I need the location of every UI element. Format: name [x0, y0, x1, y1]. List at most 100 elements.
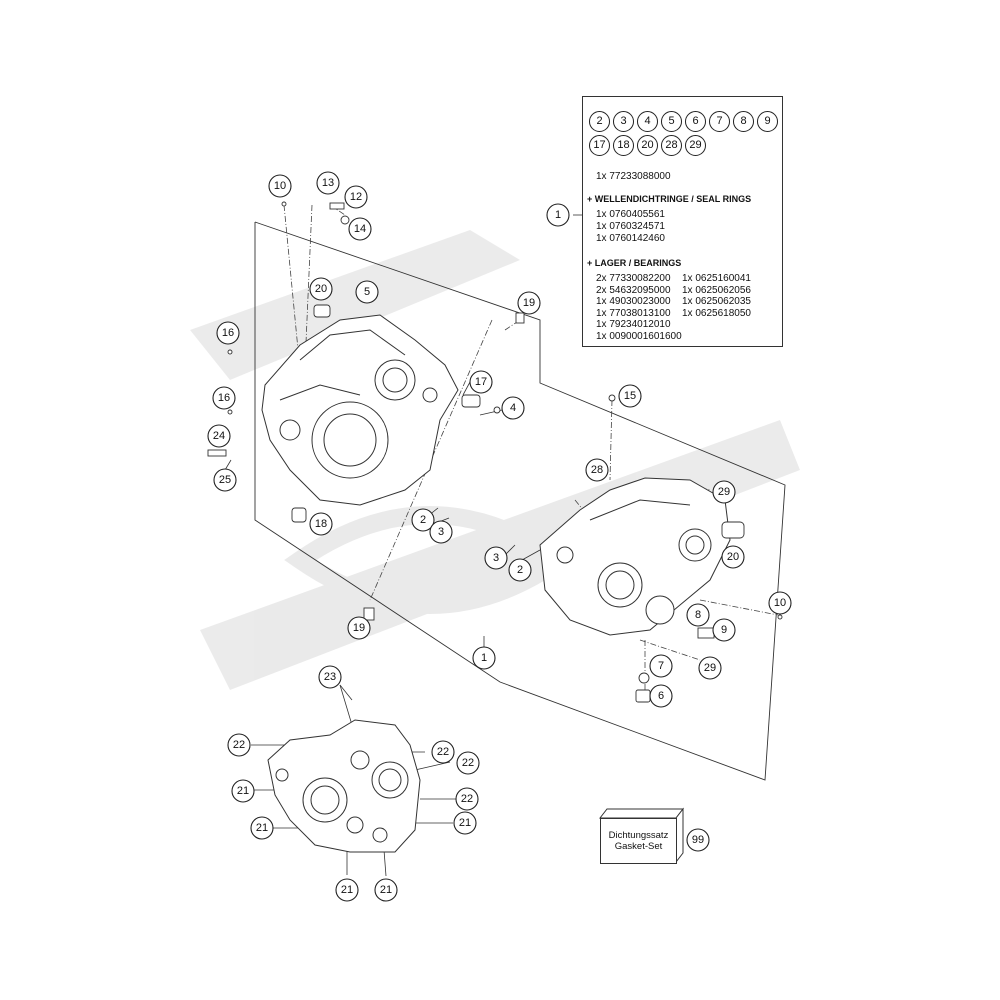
- callout-circle: [508, 558, 532, 582]
- callout-29-top: 29: [712, 480, 736, 504]
- callout-circle: [216, 321, 240, 345]
- callout-22-d: 22: [455, 787, 479, 811]
- callout-28: 28: [585, 458, 609, 482]
- callout-17: 17: [469, 370, 493, 394]
- callout-circle: [231, 779, 255, 803]
- callout-number: 21: [256, 822, 268, 834]
- callout-number: 3: [438, 526, 444, 538]
- callout-number: 21: [341, 884, 353, 896]
- ref-number: 9: [757, 111, 778, 132]
- callout-circle: [721, 545, 745, 569]
- callout-number: 7: [658, 660, 664, 672]
- callout-circle: [686, 603, 710, 627]
- bolt-10-top: [281, 201, 287, 207]
- callout-7: 7: [649, 654, 673, 678]
- callout-number: 20: [315, 283, 327, 295]
- callout-circle: [712, 480, 736, 504]
- ref-number: 20: [637, 135, 658, 156]
- callout-circle: [472, 646, 496, 670]
- callout-number: 21: [237, 785, 249, 797]
- callout-circle: [649, 654, 673, 678]
- bolt-13: [329, 202, 345, 210]
- callout-circle: [501, 396, 525, 420]
- bearing-item: 1x 0625618050: [682, 307, 751, 319]
- callout-circle: [212, 386, 236, 410]
- callout-3-right: 3: [484, 546, 508, 570]
- callout-22-b: 22: [431, 740, 455, 764]
- ref-number: 2: [589, 111, 610, 132]
- callout-99: 99: [686, 828, 710, 852]
- dowel-19-bottom: [363, 607, 375, 621]
- callout-number: 18: [315, 518, 327, 530]
- callout-number: 24: [213, 430, 225, 442]
- bearings-heading: + LAGER / BEARINGS: [587, 258, 682, 268]
- bolt-15: [608, 394, 616, 402]
- screw-14: [340, 215, 350, 225]
- callout-number: 3: [493, 552, 499, 564]
- callout-25: 25: [213, 468, 237, 492]
- callout-number: 29: [704, 662, 716, 674]
- callout-16-top: 16: [216, 321, 240, 345]
- dowel-19-top: [515, 312, 525, 324]
- callout-circle: [309, 277, 333, 301]
- callout-3-left: 3: [429, 520, 453, 544]
- ref-number: 3: [613, 111, 634, 132]
- callout-2-left: 2: [411, 508, 435, 532]
- seal-ring-item: 1x 0760405561: [596, 209, 665, 220]
- callout-number: 2: [420, 514, 426, 526]
- callout-number: 2: [517, 564, 523, 576]
- ref-number: 6: [685, 111, 706, 132]
- callout-21-c: 21: [453, 811, 477, 835]
- part-numbers-row-2: 17 18 20 28 29: [589, 135, 706, 156]
- callout-circle: [469, 370, 493, 394]
- callout-circle: [309, 512, 333, 536]
- callout-20-left: 20: [309, 277, 333, 301]
- seal-ring-item: 1x 0760142460: [596, 233, 665, 244]
- plug-6: [635, 689, 651, 703]
- ref-number: 18: [613, 135, 634, 156]
- callout-22-a: 22: [227, 733, 251, 757]
- seal-rings-heading: + WELLENDICHTRINGE / SEAL RINGS: [587, 194, 752, 204]
- bearing-item: [682, 319, 782, 331]
- callout-circle: [517, 291, 541, 315]
- gasket-label-de: Dichtungssatz: [608, 830, 669, 841]
- callout-circle: [348, 217, 372, 241]
- callout-9: 9: [712, 618, 736, 642]
- callout-number: 17: [475, 376, 487, 388]
- assembly-frame: [254, 221, 786, 781]
- callout-10-top: 10: [268, 174, 292, 198]
- bushing-20-left: [313, 304, 331, 318]
- callout-12: 12: [344, 185, 368, 209]
- callout-circle: [318, 665, 342, 689]
- ref-number: 17: [589, 135, 610, 156]
- callout-10-right: 10: [768, 591, 792, 615]
- callout-circle: [768, 591, 792, 615]
- callout-circle: [355, 280, 379, 304]
- seal-ring-item: 1x 0760324571: [596, 221, 665, 232]
- crankcase-inner-view: [267, 719, 421, 853]
- callout-13: 13: [316, 171, 340, 195]
- callout-number: 4: [510, 402, 516, 414]
- callout-number: 5: [364, 286, 370, 298]
- ref-number: 28: [661, 135, 682, 156]
- callout-number: 21: [459, 817, 471, 829]
- callout-5: 5: [355, 280, 379, 304]
- callout-circle: [374, 878, 398, 902]
- callout-circle: [618, 384, 642, 408]
- callout-circle: [344, 185, 368, 209]
- callout-circle: [268, 174, 292, 198]
- bolt-16b: [227, 409, 233, 415]
- callout-number: 23: [324, 671, 336, 683]
- callout-circle: [335, 878, 359, 902]
- callout-circle: [213, 468, 237, 492]
- callout-number: 1: [481, 652, 487, 664]
- callout-number: 99: [692, 834, 704, 846]
- callout-23: 23: [318, 665, 342, 689]
- bolt-24: [207, 449, 227, 457]
- callout-number: 13: [322, 177, 334, 189]
- bearing-item: 1x 79234012010: [596, 319, 671, 330]
- bolt-4: [493, 406, 501, 414]
- bushing-17: [461, 394, 481, 408]
- callout-number: 21: [380, 884, 392, 896]
- bearing-item: [682, 331, 782, 343]
